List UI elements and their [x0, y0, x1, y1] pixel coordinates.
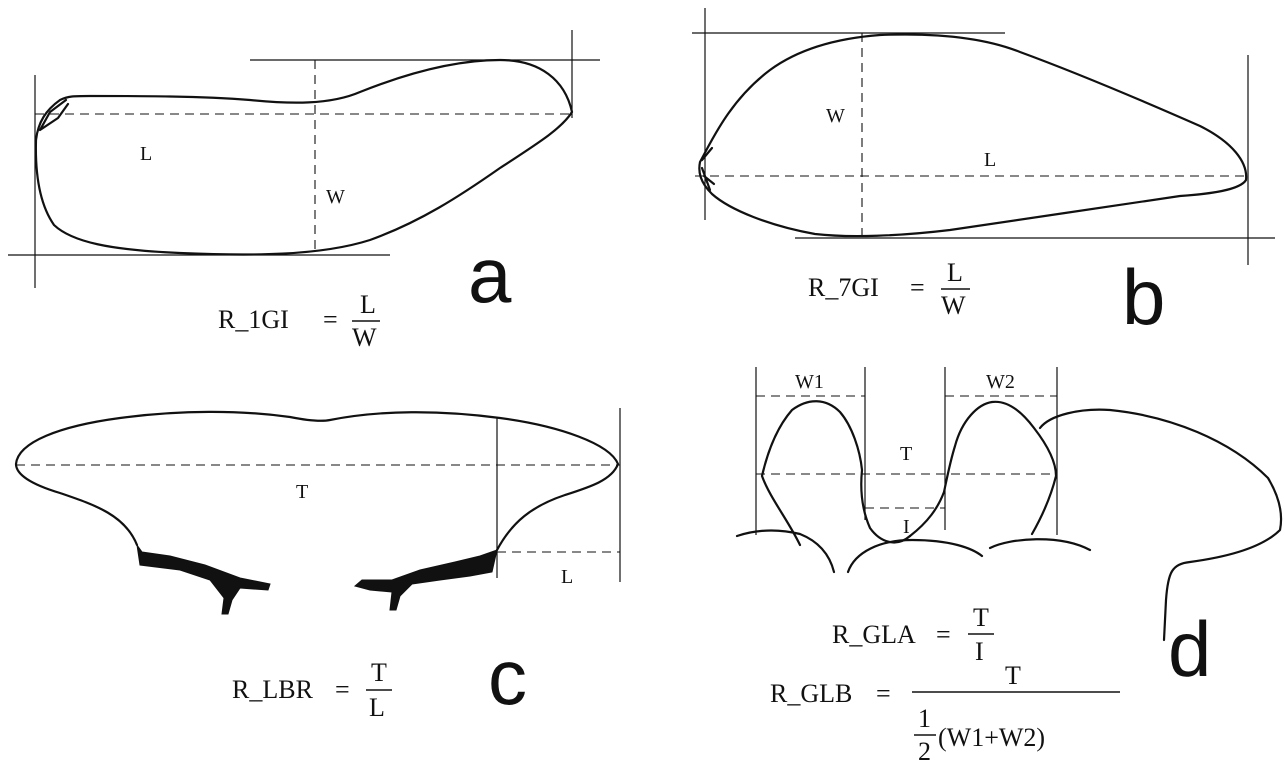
d-w1-label: W1 [795, 371, 824, 393]
c-outline [14, 410, 620, 552]
a-formula-equals: = [323, 305, 338, 334]
c-formula-lhs: R_LBR [232, 675, 314, 704]
d-side-outline [1038, 408, 1283, 642]
b-width-label: W [826, 105, 845, 127]
c-left-suture [136, 544, 271, 615]
d-formula1-equals: = [936, 620, 951, 649]
a-formula-numerator: L [360, 290, 376, 319]
d-total-label: T [900, 443, 912, 465]
a-formula-lhs: R_1GI [218, 305, 289, 334]
c-formula-denominator: L [369, 693, 385, 722]
d-right-lobe [908, 400, 1058, 538]
d-formula2-half-numerator: 1 [918, 704, 931, 733]
b-tip-detail [700, 146, 716, 192]
b-formula-lhs: R_7GI [808, 273, 879, 302]
a-length-label: L [140, 143, 152, 165]
d-formula1-lhs: R_GLA [832, 620, 916, 649]
d-formula2-half-denominator: 2 [918, 737, 931, 766]
panel-a-letter: a [468, 231, 512, 319]
panel-d: W1 W2 T I R_GLA = T I R_GLB = T 1 2 (W1+… [735, 367, 1283, 766]
d-formula1-numerator: T [973, 603, 989, 632]
b-formula-equals: = [910, 273, 925, 302]
c-total-label: T [296, 481, 308, 503]
panel-c-letter: c [488, 633, 527, 721]
a-formula-denominator: W [352, 323, 377, 352]
d-left-lobe [760, 400, 912, 547]
a-width-label: W [326, 186, 345, 208]
b-outline [698, 33, 1248, 238]
b-length-label: L [984, 149, 996, 171]
b-formula-denominator: W [941, 291, 966, 320]
d-formula1-denominator: I [975, 637, 984, 666]
c-formula-numerator: T [371, 658, 387, 687]
d-w2-label: W2 [986, 371, 1015, 393]
d-formula2-numerator: T [1005, 661, 1021, 690]
d-lower-arcs [735, 529, 1092, 574]
c-right-suture [353, 549, 498, 611]
panel-c: T L R_LBR = T L c [14, 408, 621, 722]
a-tip-detail [38, 98, 70, 132]
c-length-label: L [561, 566, 573, 588]
d-inner-label: I [903, 516, 910, 538]
d-formula2-sum: (W1+W2) [938, 723, 1045, 752]
b-formula-numerator: L [947, 258, 963, 287]
c-formula-equals: = [335, 675, 350, 704]
a-outline [34, 58, 574, 256]
panel-a: L W R_1GI = L W a [8, 30, 600, 352]
d-formula2-equals: = [876, 679, 891, 708]
panel-b: W L R_7GI = L W b [692, 8, 1275, 341]
panel-b-letter: b [1122, 253, 1165, 341]
panel-d-letter: d [1168, 605, 1211, 693]
d-formula2-lhs: R_GLB [770, 679, 852, 708]
